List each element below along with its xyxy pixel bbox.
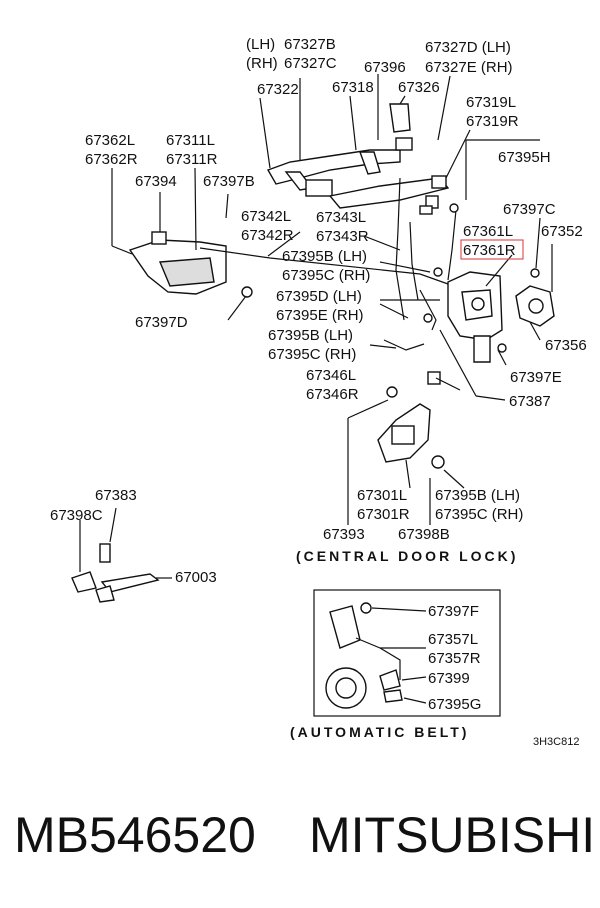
- part-labels: (LH) (RH) 67327B 67327C 67396 67327D (LH…: [50, 36, 587, 748]
- label-67395H: 67395H: [498, 149, 551, 166]
- label-67398C: 67398C: [50, 507, 103, 524]
- label-67362L: 67362L: [85, 132, 135, 149]
- leader-lines: [79, 74, 553, 704]
- label-67395E-rh: 67395E (RH): [276, 307, 364, 324]
- actuator-drawing: [377, 371, 445, 469]
- label-67327E: 67327E (RH): [425, 59, 513, 76]
- automatic-belt-box: [313, 589, 501, 717]
- label-67361R: 67361R: [463, 242, 516, 259]
- label-67003: 67003: [175, 569, 217, 586]
- inside-handle-drawing: [128, 231, 253, 298]
- label-67357R: 67357R: [428, 650, 481, 667]
- drawing-code: 3H3C812: [533, 736, 579, 748]
- label-rh: (RH): [246, 55, 278, 72]
- door-lock-drawing: [447, 271, 507, 363]
- label-67395B-lh-2: 67395B (LH): [268, 327, 353, 344]
- label-67399: 67399: [428, 670, 470, 687]
- label-67361L: 67361L: [463, 223, 513, 240]
- footer-caption: MB546520 MITSUBISHI: [0, 806, 600, 876]
- label-67322: 67322: [257, 81, 299, 98]
- label-67327D: 67327D (LH): [425, 39, 511, 56]
- label-67311R: 67311R: [166, 151, 218, 168]
- label-67342L: 67342L: [241, 208, 291, 225]
- label-67395G: 67395G: [428, 696, 481, 713]
- label-67357L: 67357L: [428, 631, 478, 648]
- label-67346R: 67346R: [306, 386, 359, 403]
- label-67393: 67393: [323, 526, 365, 543]
- label-67319R: 67319R: [466, 113, 519, 130]
- label-67396: 67396: [364, 59, 406, 76]
- label-67301R: 67301R: [357, 506, 410, 523]
- label-67311L: 67311L: [166, 132, 215, 149]
- label-67398B: 67398B: [398, 526, 450, 543]
- door-check-drawing: [71, 543, 160, 603]
- part-number: MB546520: [14, 807, 256, 863]
- brand-name: MITSUBISHI: [309, 807, 596, 863]
- label-67395C-rh: 67395C (RH): [282, 267, 370, 284]
- label-67397E: 67397E: [510, 369, 562, 386]
- rods-drawing: [199, 177, 459, 351]
- label-67326: 67326: [398, 79, 440, 96]
- label-67327C: 67327C: [284, 55, 337, 72]
- label-67352: 67352: [541, 223, 583, 240]
- label-67395D-lh: 67395D (LH): [276, 288, 362, 305]
- key-cylinder-drawing: [328, 175, 450, 215]
- label-67343R: 67343R: [316, 228, 369, 245]
- highlight-box-67361R: [460, 239, 524, 260]
- label-67395C-rh-2: 67395C (RH): [268, 346, 356, 363]
- caption-central-door-lock: (CENTRAL DOOR LOCK): [296, 548, 518, 564]
- label-67301L: 67301L: [357, 487, 407, 504]
- label-67395C-rh-3: 67395C (RH): [435, 506, 523, 523]
- label-67387: 67387: [509, 393, 551, 410]
- label-67397F: 67397F: [428, 603, 479, 620]
- label-67346L: 67346L: [306, 367, 356, 384]
- label-67395B-lh-3: 67395B (LH): [435, 487, 520, 504]
- label-67319L: 67319L: [466, 94, 516, 111]
- label-67383: 67383: [95, 487, 137, 504]
- label-67343L: 67343L: [316, 209, 366, 226]
- label-67327B: 67327B: [284, 36, 336, 53]
- label-67318: 67318: [332, 79, 374, 96]
- label-67397C: 67397C: [503, 201, 556, 218]
- label-lh: (LH): [246, 36, 275, 53]
- striker-drawing: [515, 268, 555, 327]
- label-67394: 67394: [135, 173, 177, 190]
- label-67395B-lh: 67395B (LH): [282, 248, 367, 265]
- label-67356: 67356: [545, 337, 587, 354]
- label-67342R: 67342R: [241, 227, 294, 244]
- caption-automatic-belt: (AUTOMATIC BELT): [290, 724, 469, 740]
- label-67397D: 67397D: [135, 314, 188, 331]
- label-67362R: 67362R: [85, 151, 138, 168]
- label-67397B: 67397B: [203, 173, 255, 190]
- outside-handle-drawing: [266, 103, 413, 197]
